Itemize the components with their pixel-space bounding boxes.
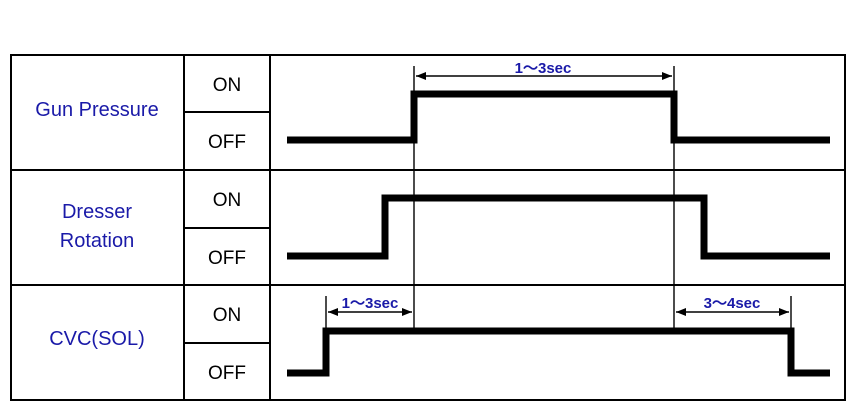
duration-marker-cvc-tail: 3～4sec xyxy=(676,295,789,316)
table-grid xyxy=(10,54,846,401)
duration-label-gun-on: 1～3sec xyxy=(515,60,572,77)
waveform-gun-pressure xyxy=(287,90,830,144)
state-on-dresser: ON xyxy=(213,190,242,211)
duration-label-cvc-lead: 1～3sec xyxy=(342,295,399,312)
signal-name-dresser-line1: Dresser xyxy=(62,201,132,223)
state-on-gun: ON xyxy=(213,75,242,96)
signal-name-cvc-sol: CVC(SOL) xyxy=(49,328,145,350)
waveform-cvc-sol xyxy=(287,327,830,377)
state-off-dresser: OFF xyxy=(208,248,246,269)
duration-marker-cvc-lead: 1～3sec xyxy=(328,295,412,316)
state-off-cvc: OFF xyxy=(208,363,246,384)
waveform-dresser-rotation xyxy=(287,194,830,260)
duration-label-cvc-tail: 3～4sec xyxy=(704,295,761,312)
state-on-cvc: ON xyxy=(213,305,242,326)
duration-marker-gun-on: 1～3sec xyxy=(416,60,672,80)
state-off-gun: OFF xyxy=(208,132,246,153)
table-border xyxy=(10,54,846,401)
signal-name-dresser-line2: Rotation xyxy=(60,230,135,252)
signal-name-gun-pressure: Gun Pressure xyxy=(35,99,158,121)
